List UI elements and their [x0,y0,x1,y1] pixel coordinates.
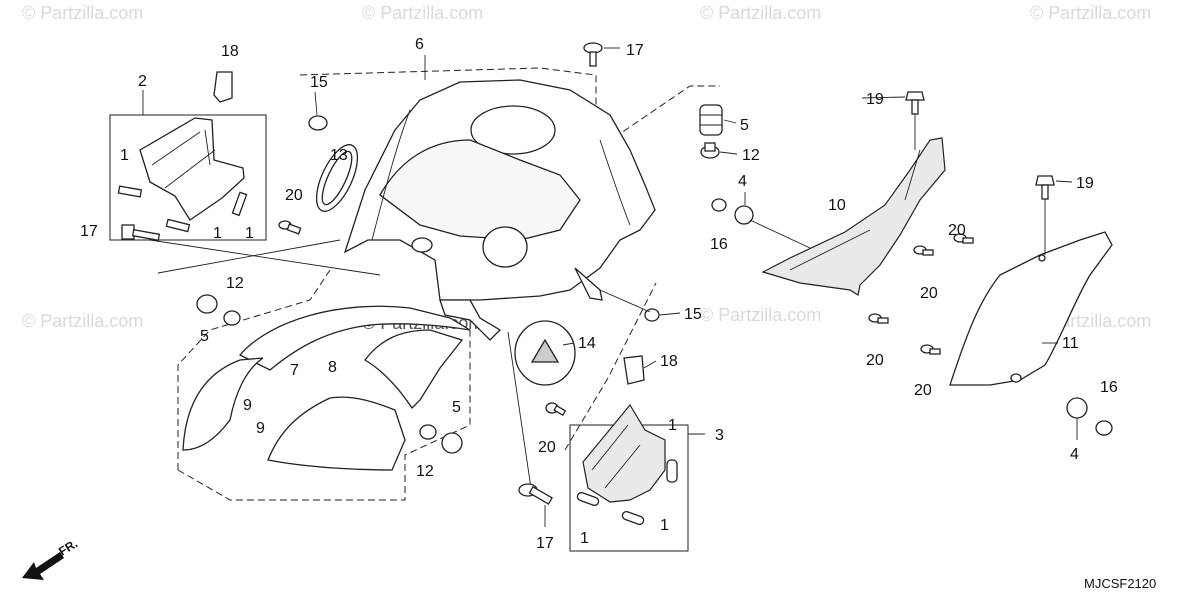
callout-15: 15 [310,74,328,91]
group-box-2 [109,114,267,241]
watermark-text: © Partzilla.com [362,3,483,23]
callout-4: 4 [738,173,747,190]
callout-19: 19 [866,91,884,108]
part-3-inner-panel [576,403,678,526]
part-12-collar-right [700,142,720,159]
callout-7: 7 [290,362,299,379]
leader-line [149,239,381,276]
part-4-grommet-right [1066,397,1088,419]
callout-12: 12 [742,147,760,164]
part-8-cover [364,329,464,410]
callout-20: 20 [866,352,884,369]
callout-3: 3 [715,427,724,444]
part-16-collar [711,198,727,212]
callout-1: 1 [120,147,129,164]
part-15-screw-center [599,289,660,322]
callout-12: 12 [416,463,434,480]
callout-13: 13 [330,147,348,164]
watermark-text: © Partzilla.com [22,3,143,23]
part-12-collar-lower [419,424,437,440]
part-7-cover [238,305,471,371]
callout-1: 1 [213,225,222,242]
part-5-grommet-left [196,294,218,314]
part-10-side-trim [761,137,946,296]
part-18-clip-center [623,355,645,385]
callout-6: 6 [415,36,424,53]
dash-boundary-top [595,85,720,151]
callout-19: 19 [1076,175,1094,192]
part-17-bolt-bottom [518,483,553,505]
callout-leaders [142,47,1078,527]
part-16-collar-right [1095,420,1113,436]
callout-16: 16 [1100,379,1118,396]
callout-20: 20 [920,285,938,302]
part-17-bolt-top [583,42,603,67]
diagram-code: MJCSF2120 [1084,576,1156,591]
part-14-emblem [514,320,576,386]
callout-1: 1 [580,530,589,547]
part-9-pad-lower [267,396,406,471]
callout-18: 18 [660,353,678,370]
watermark-text: © Partzilla.com [700,305,821,325]
part-13-ring-inner [321,150,353,206]
leader-line [157,239,341,274]
part-5-grommet-lower [441,432,463,454]
watermark-text: © Partzilla.com [1030,3,1151,23]
part-6-tank-cover [343,79,656,341]
watermark-text: © Partzilla.com [700,3,821,23]
callout-18: 18 [221,43,239,60]
callout-1: 1 [668,417,677,434]
callout-15: 15 [684,306,702,323]
part-12-collar-left [223,310,241,326]
part-18-clip-top [213,71,233,103]
part-20-screws-right [868,233,974,355]
part-17-bolt-left [121,224,161,241]
part-15-grommet-top [308,115,328,131]
callout-9: 9 [256,420,265,437]
callout-2: 2 [138,73,147,90]
part-19-screw-right [1035,175,1055,200]
callout-20: 20 [948,222,966,239]
callout-20: 20 [914,382,932,399]
callout-1: 1 [660,517,669,534]
callout-17: 17 [80,223,98,240]
dash-boundary-left [177,269,331,470]
callout-12: 12 [226,275,244,292]
callout-16: 16 [710,236,728,253]
callout-20: 20 [538,439,556,456]
leader-line [507,331,533,496]
callout-4: 4 [1070,446,1079,463]
part-5-grommet-right [699,104,723,136]
part-2-inner-panel [117,117,248,233]
part-9-pad-upper [182,357,264,451]
part-20-screw-center [545,402,567,416]
leader-line [749,219,811,249]
callout-14: 14 [578,335,596,352]
callout-5: 5 [740,117,749,134]
dash-boundary-mid [564,282,657,451]
callout-5: 5 [200,328,209,345]
callout-1: 1 [245,225,254,242]
front-direction-arrow: FR. [22,536,80,580]
callout-8: 8 [328,359,337,376]
callout-11: 11 [1062,335,1079,352]
callout-17: 17 [626,42,644,59]
part-11-side-cover [949,231,1113,386]
part-19-screw-top [905,91,925,115]
callout-20: 20 [285,187,303,204]
part-20-screw-left [278,220,302,235]
callout-10: 10 [828,197,846,214]
part-4-grommet [734,205,754,225]
dash-boundary-bottom [177,330,471,501]
callout-labels: 18 2 1 1 1 15 6 13 20 17 12 5 7 8 9 9 5 … [80,36,1118,552]
watermark-text: © Partzilla.com [22,311,143,331]
callout-5: 5 [452,399,461,416]
callout-9: 9 [243,397,252,414]
callout-17: 17 [536,535,554,552]
